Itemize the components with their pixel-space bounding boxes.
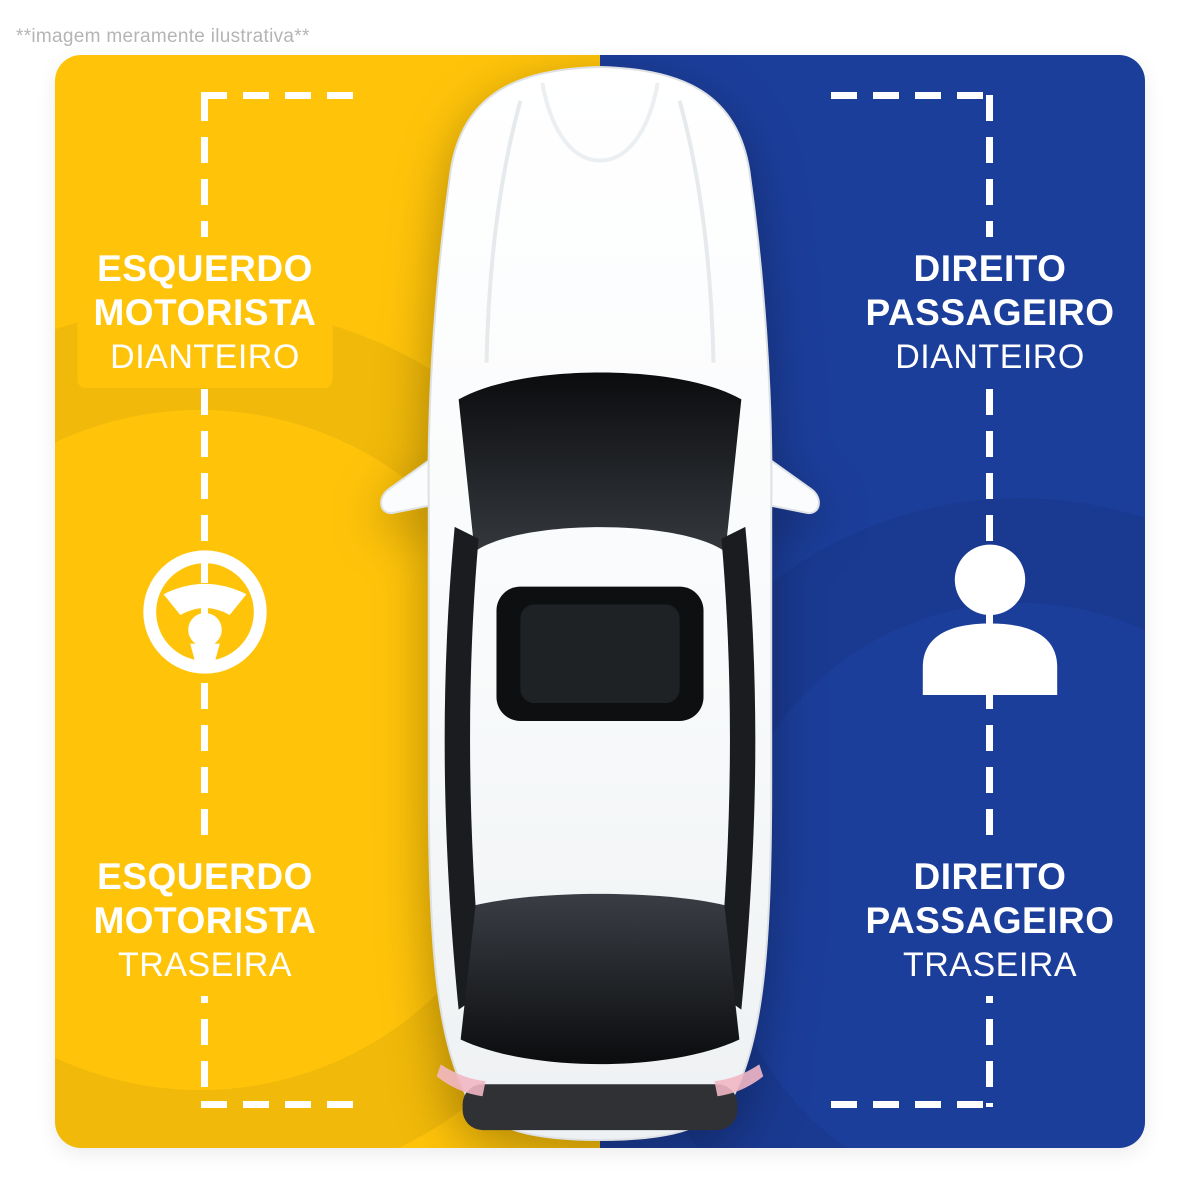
driver-front-line1: ESQUERDO [97, 248, 313, 289]
person-icon [922, 544, 1058, 695]
passenger-front-line3: DIANTEIRO [895, 337, 1085, 376]
driver-front-line3: DIANTEIRO [110, 337, 300, 376]
disclaimer-text: **imagem meramente ilustrativa** [16, 26, 310, 47]
driver-rear-line1: ESQUERDO [97, 856, 313, 897]
passenger-front-label: DIREITO PASSAGEIRO DIANTEIRO [849, 237, 1131, 389]
dashed-guide-left-bottom [201, 1101, 363, 1108]
passenger-rear-line2: PASSAGEIRO [865, 900, 1115, 942]
driver-rear-line3: TRASEIRA [117, 945, 293, 984]
illustration-card: ESQUERDO MOTORISTA DIANTEIRO ESQUERDO MO… [55, 55, 1145, 1148]
driver-rear-line2: MOTORISTA [93, 900, 317, 942]
passenger-front-line1: DIREITO [913, 248, 1067, 289]
dashed-guide-right-bottom [831, 1101, 993, 1108]
car-top-view-image [380, 65, 820, 1142]
passenger-front-line2: PASSAGEIRO [865, 292, 1115, 334]
driver-front-label: ESQUERDO MOTORISTA DIANTEIRO [77, 237, 333, 389]
driver-front-line2: MOTORISTA [93, 292, 317, 334]
dashed-guide-right-top [831, 92, 993, 99]
passenger-rear-label: DIREITO PASSAGEIRO TRASEIRA [849, 845, 1131, 997]
driver-rear-label: ESQUERDO MOTORISTA TRASEIRA [77, 845, 333, 997]
steering-wheel-icon [143, 550, 267, 674]
dashed-guide-left-top [201, 92, 363, 99]
passenger-rear-line1: DIREITO [913, 856, 1067, 897]
passenger-rear-line3: TRASEIRA [902, 945, 1078, 984]
